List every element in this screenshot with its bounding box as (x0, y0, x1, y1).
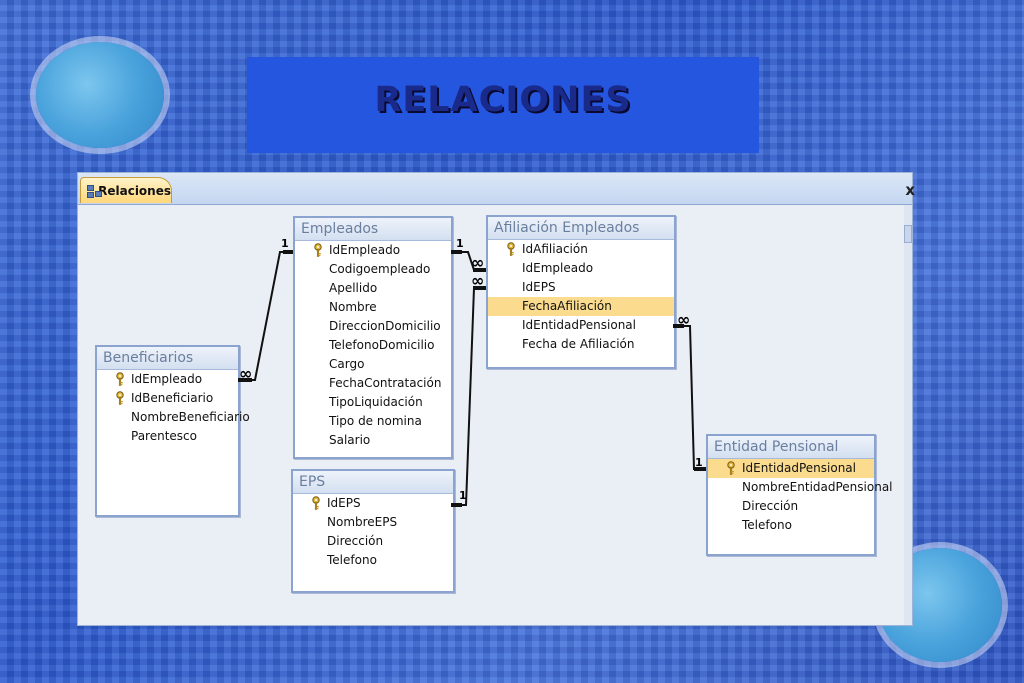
table-title[interactable]: EPS (293, 471, 453, 494)
field-name: Salario (329, 433, 371, 447)
cardinality-one: 1 (281, 237, 289, 250)
field-name: Dirección (742, 499, 799, 513)
field-name: IdAfiliación (522, 242, 588, 256)
table-field[interactable]: Fecha de Afiliación (488, 335, 674, 354)
field-name: Fecha de Afiliación (522, 337, 635, 351)
field-name: NombreBeneficiario (131, 410, 250, 424)
primary-key-icon (311, 496, 321, 510)
document-tabstrip: Relaciones x (78, 173, 915, 205)
table-field[interactable]: IdEPS (488, 278, 674, 297)
table-title[interactable]: Empleados (295, 218, 451, 241)
field-name: IdBeneficiario (131, 391, 214, 405)
primary-key-icon (726, 461, 736, 475)
table-field[interactable]: FechaAfiliación (488, 297, 674, 316)
field-name: NombreEntidadPensional (742, 480, 893, 494)
field-name: TelefonoDomicilio (329, 338, 435, 352)
table-field[interactable]: IdEntidadPensional (708, 459, 874, 478)
title-band (247, 57, 759, 153)
table-field[interactable]: Nombre (295, 298, 451, 317)
field-name: Parentesco (131, 429, 197, 443)
table-title[interactable]: Afiliación Empleados (488, 217, 674, 240)
relationships-window: Relaciones x (77, 172, 915, 626)
table-field[interactable]: Cargo (295, 355, 451, 374)
field-name: Apellido (329, 281, 378, 295)
table-field[interactable]: NombreEntidadPensional (708, 478, 893, 497)
table-field[interactable]: IdEmpleado (295, 241, 451, 260)
field-name: Tipo de nomina (329, 414, 422, 428)
cardinality-many: ∞ (677, 310, 691, 329)
field-name: Cargo (329, 357, 365, 371)
primary-key-icon (313, 243, 323, 257)
table-field[interactable]: IdEPS (293, 494, 453, 513)
primary-key-icon (506, 242, 516, 256)
table-field[interactable]: IdEntidadPensional (488, 316, 674, 335)
field-name: IdEmpleado (131, 372, 203, 386)
cardinality-many: ∞ (471, 271, 485, 290)
table-field[interactable]: NombreBeneficiario (97, 408, 250, 427)
field-name: FechaAfiliación (522, 299, 612, 313)
table-field[interactable]: TelefonoDomicilio (295, 336, 451, 355)
field-name: IdEPS (327, 496, 361, 510)
primary-key-icon (115, 372, 125, 386)
cardinality-one: 1 (456, 237, 464, 250)
tab-relaciones[interactable]: Relaciones (80, 177, 172, 203)
scrollbar-thumb[interactable] (904, 225, 912, 243)
cardinality-one: 1 (459, 489, 467, 502)
tab-label: Relaciones (98, 183, 171, 198)
field-name: TipoLiquidación (329, 395, 423, 409)
field-name: NombreEPS (327, 515, 398, 529)
field-name: DireccionDomicilio (329, 319, 441, 333)
field-name: Dirección (327, 534, 384, 548)
field-name: IdEntidadPensional (742, 461, 856, 475)
table-field[interactable]: FechaContratación (295, 374, 451, 393)
field-name: FechaContratación (329, 376, 442, 390)
table-field[interactable]: Telefono (293, 551, 453, 570)
cardinality-many: ∞ (239, 364, 253, 383)
field-name: IdEmpleado (522, 261, 594, 275)
table-field[interactable]: Telefono (708, 516, 874, 535)
table-field[interactable]: Apellido (295, 279, 451, 298)
field-name: Telefono (742, 518, 792, 532)
cardinality-many: ∞ (471, 253, 485, 272)
table-field[interactable]: Dirección (708, 497, 874, 516)
field-name: IdEPS (522, 280, 556, 294)
field-name: IdEntidadPensional (522, 318, 636, 332)
field-name: Codigoempleado (329, 262, 431, 276)
table-field[interactable]: IdEmpleado (97, 370, 238, 389)
decorative-circle-top (36, 42, 164, 148)
table-field[interactable]: Salario (295, 431, 451, 450)
table-field[interactable]: Tipo de nomina (295, 412, 451, 431)
field-name: Nombre (329, 300, 377, 314)
table-field[interactable]: DireccionDomicilio (295, 317, 451, 336)
table-field[interactable]: Parentesco (97, 427, 238, 446)
close-icon[interactable]: x (905, 181, 915, 199)
table-field[interactable]: IdAfiliación (488, 240, 674, 259)
field-name: Telefono (327, 553, 377, 567)
table-field[interactable]: IdBeneficiario (97, 389, 238, 408)
relationships-icon (87, 184, 102, 198)
primary-key-icon (115, 391, 125, 405)
table-title[interactable]: Beneficiarios (97, 347, 238, 370)
table-field[interactable]: Codigoempleado (295, 260, 451, 279)
cardinality-one: 1 (695, 456, 703, 469)
table-title[interactable]: Entidad Pensional (708, 436, 874, 459)
table-field[interactable]: TipoLiquidación (295, 393, 451, 412)
table-field[interactable]: NombreEPS (293, 513, 453, 532)
slide-title: RELACIONES (374, 80, 632, 120)
vertical-scrollbar[interactable] (904, 205, 912, 625)
field-name: IdEmpleado (329, 243, 401, 257)
table-field[interactable]: Dirección (293, 532, 453, 551)
table-field[interactable]: IdEmpleado (488, 259, 674, 278)
